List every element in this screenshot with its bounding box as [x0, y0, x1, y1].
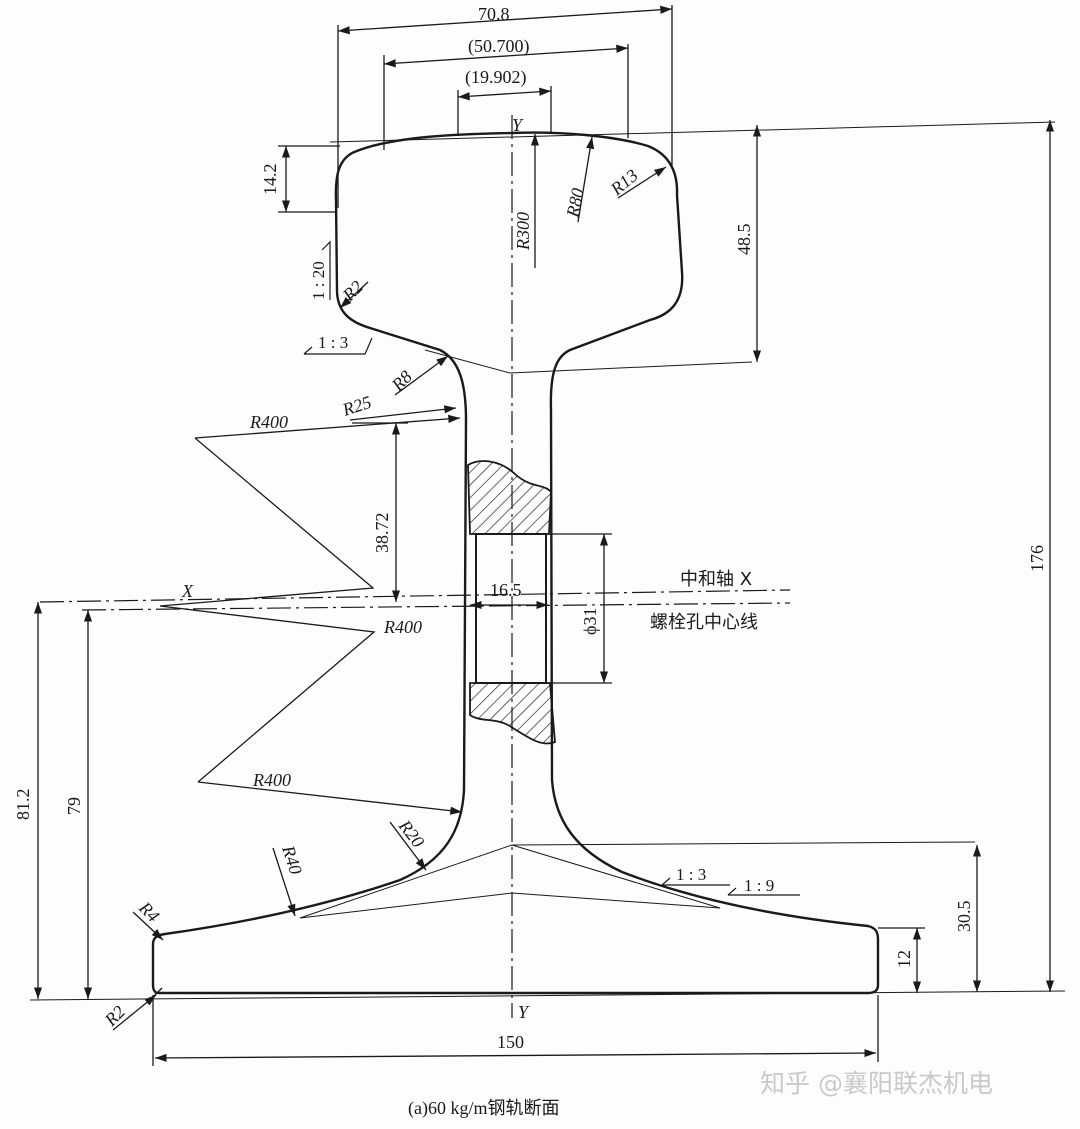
horizontal-axes [39, 589, 791, 611]
slope-head-under: 1 : 3 [318, 333, 348, 352]
radius-r2-head: R2 [338, 277, 367, 306]
neutral-axis-line [39, 589, 791, 603]
bolt-center-line [81, 602, 791, 611]
dimension-texts: 70.8 (50.700) (19.902) 14.2 48.5 176 38.… [13, 4, 1047, 1052]
dim-web-thickness: 16.5 [490, 580, 522, 600]
radius-r13: R13 [606, 165, 642, 200]
radius-r400-top: R400 [249, 412, 288, 432]
radius-r80: R80 [562, 186, 588, 220]
dim-head-crown: (19.902) [465, 67, 527, 88]
radius-r40: R40 [278, 842, 306, 877]
construction-lines [29, 121, 1066, 1001]
watermark: 知乎 @襄阳联杰机电 [760, 1069, 993, 1098]
slope-head-side: 1 : 20 [309, 261, 328, 300]
slope-base-inner: 1 : 3 [676, 865, 706, 884]
bolt-center-label: 螺栓孔中心线 [650, 612, 758, 633]
rail-outline [151, 131, 880, 995]
dim-neutral-height: 81.2 [13, 789, 33, 821]
figure-caption: (a)60 kg/m钢轨断面 [408, 1098, 559, 1119]
radius-leaders [112, 134, 667, 1031]
radius-r300: R300 [513, 212, 533, 251]
radius-r2-base: R2 [100, 1002, 129, 1031]
dim-neutral-dist: 38.72 [372, 513, 392, 554]
dim-head-mid: (50.700) [468, 36, 530, 57]
radius-r8: R8 [387, 367, 416, 396]
dim-hole-height: 79 [64, 797, 84, 815]
upper-hatch [467, 460, 552, 535]
dim-hole-diameter: ϕ31 [580, 608, 600, 635]
radius-r20: R20 [394, 815, 428, 851]
rail-profile [151, 131, 880, 995]
radius-r4: R4 [134, 897, 163, 926]
radius-r400-low: R400 [252, 770, 291, 790]
slope-marks [303, 240, 800, 896]
dim-base-edge: 12 [894, 950, 914, 968]
slope-base-outer: 1 : 9 [744, 876, 774, 895]
radius-r400-mid: R400 [383, 617, 422, 637]
neutral-axis-label: 中和轴 X [680, 569, 752, 590]
dim-base-height: 30.5 [954, 901, 974, 933]
slope-texts: 1 : 20 1 : 3 1 : 3 1 : 9 [309, 261, 774, 895]
dimension-lines [33, 5, 1055, 1066]
x-axis-label: X [181, 581, 194, 601]
dim-head-side: 14.2 [260, 164, 280, 196]
dim-total-height: 176 [1027, 545, 1047, 572]
dim-head-height: 48.5 [734, 224, 754, 256]
y-axis-label-top: Y [512, 115, 524, 135]
bolt-hole [475, 533, 547, 684]
radius-r25: R25 [339, 392, 374, 420]
dim-head-width: 70.8 [478, 4, 510, 24]
y-axis-label-bottom: Y [518, 1002, 530, 1022]
dim-base-width: 150 [497, 1032, 524, 1052]
